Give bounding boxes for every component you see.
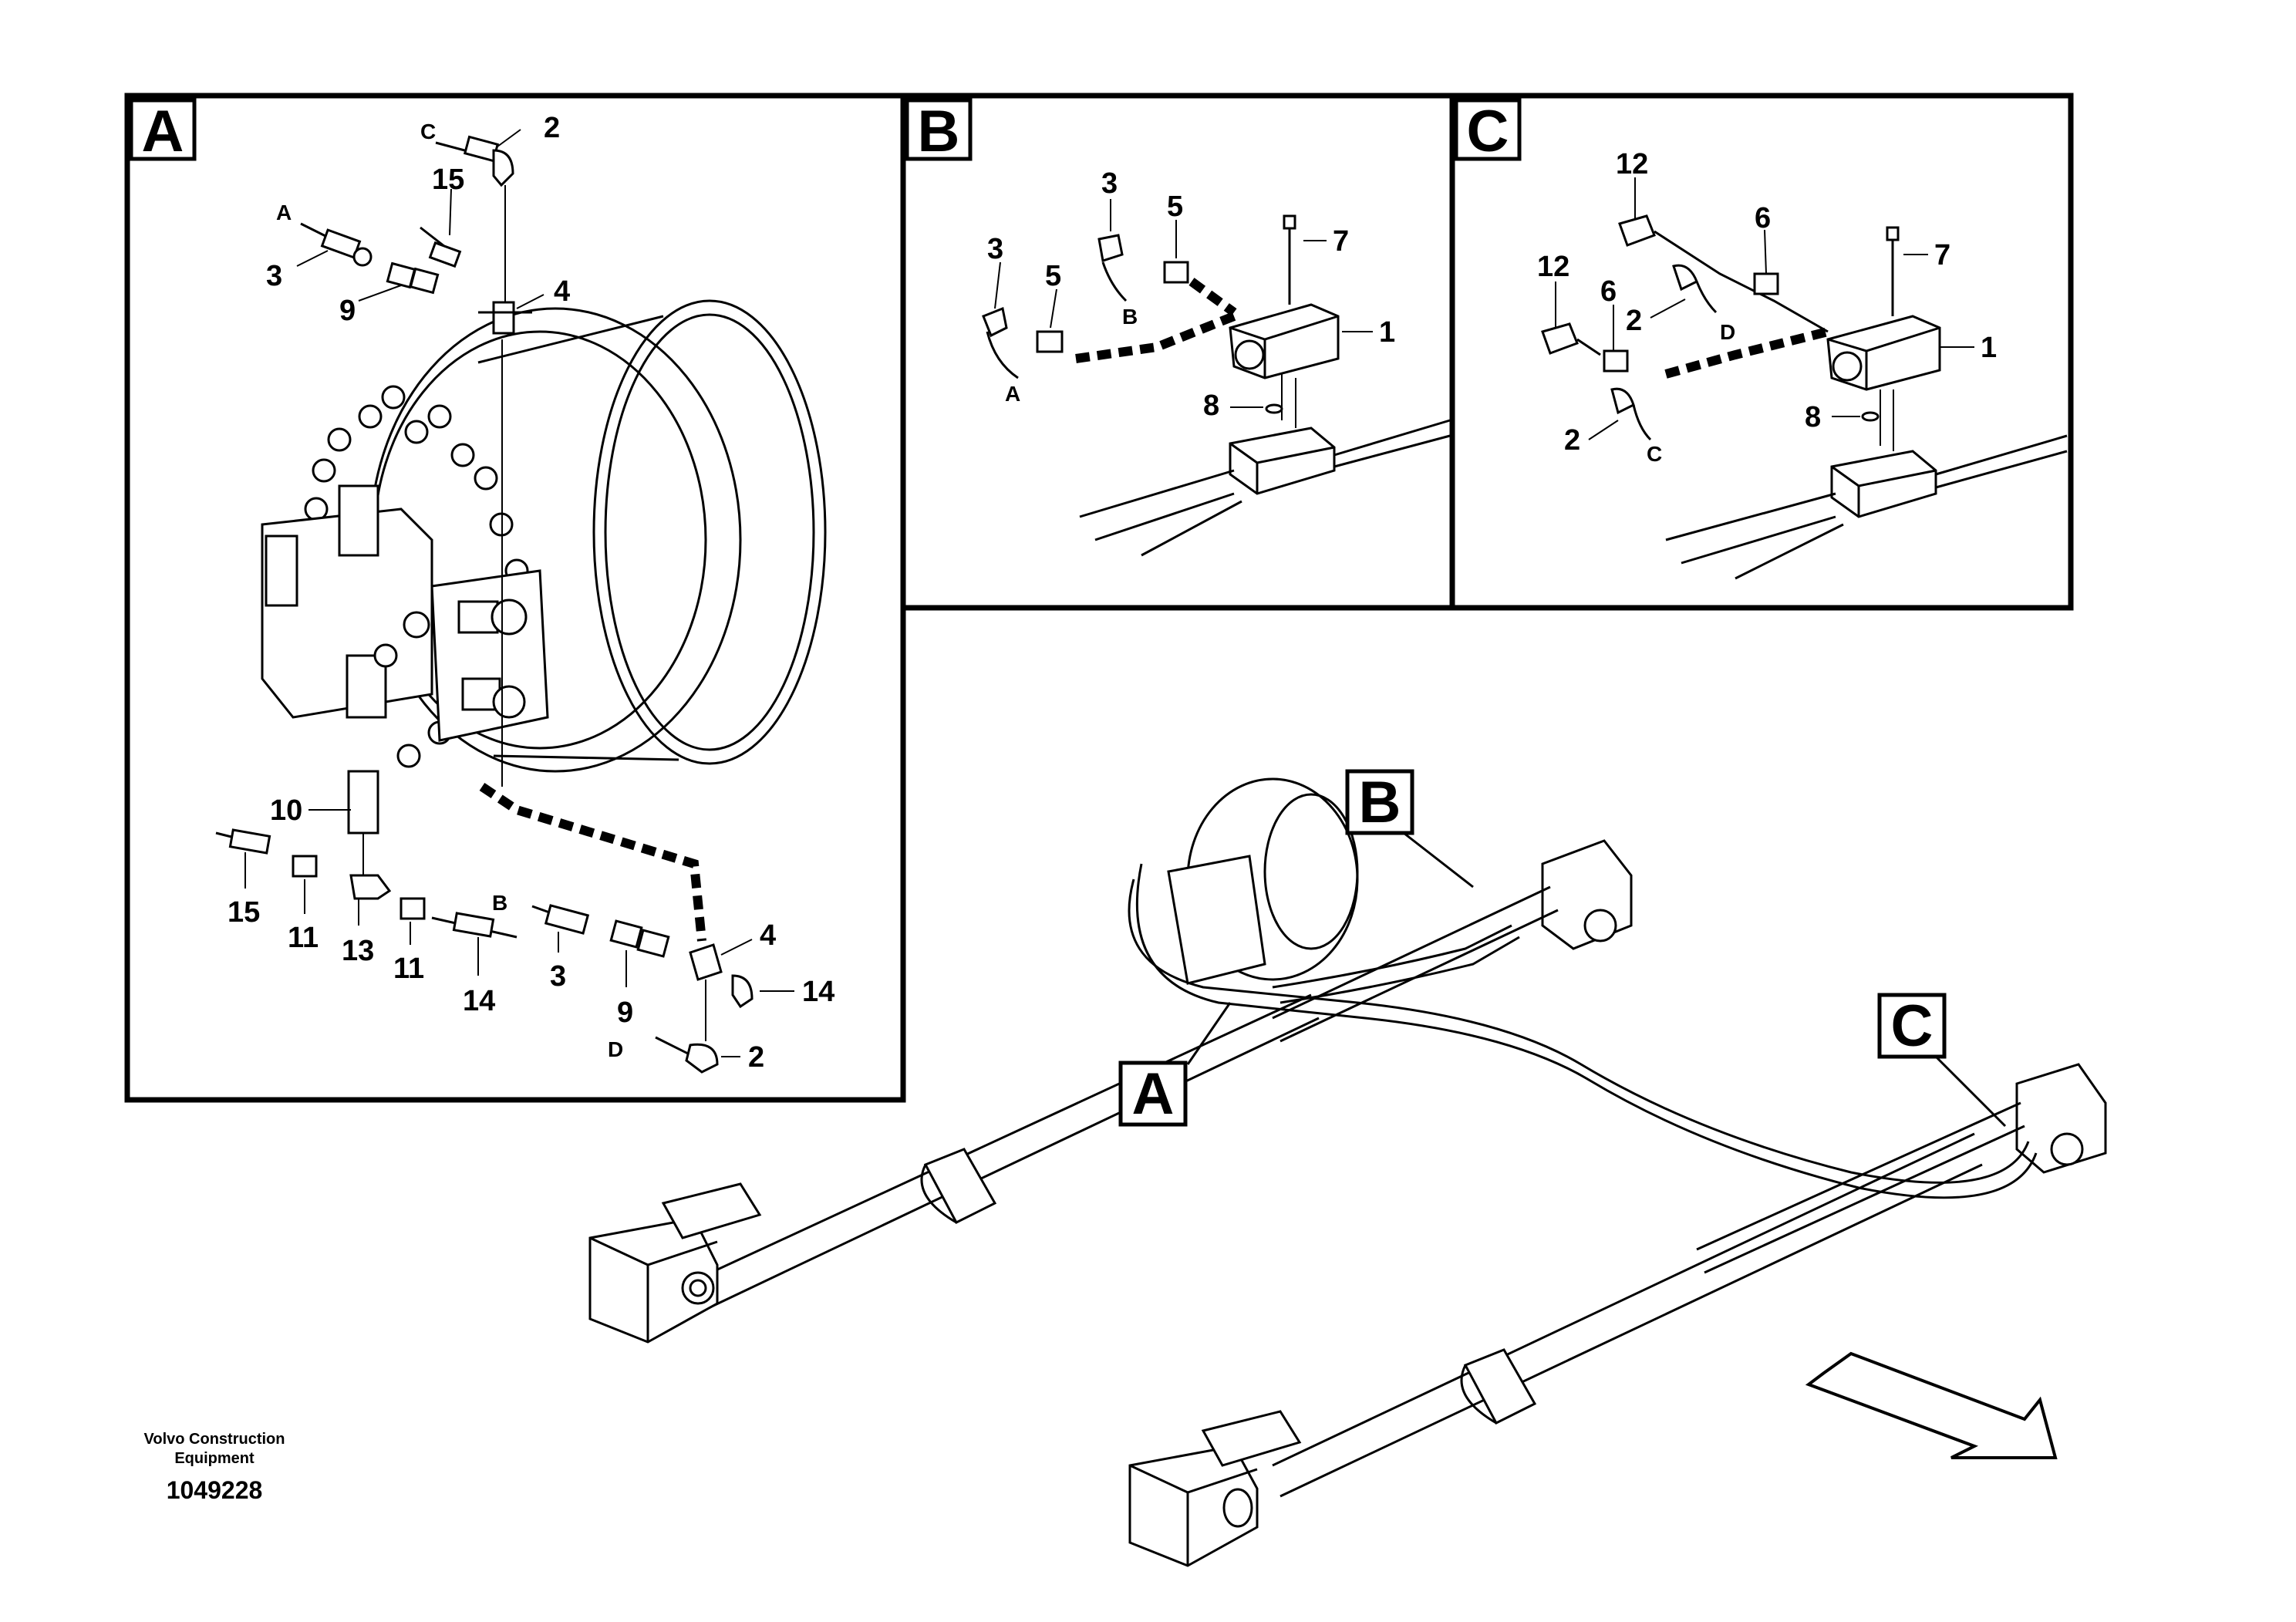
callout-c-7: 7 [1934, 239, 1950, 271]
callout-2-top: 2 [544, 112, 560, 144]
callout-15-top: 15 [432, 164, 464, 196]
panel-b-frame [900, 93, 1455, 611]
callout-14-bottom: 14 [463, 985, 495, 1017]
hose-letter-d-panel-c: D [1720, 320, 1735, 344]
panel-b-label: B [905, 98, 973, 164]
panel-b-leaders [994, 199, 1373, 408]
callout-b-5-left: 5 [1045, 260, 1061, 292]
callout-c-6-left: 6 [1600, 275, 1617, 308]
callout-b-1: 1 [1379, 316, 1395, 349]
overview-label-b: B [1345, 769, 1474, 889]
overview-label-a: A [1118, 1002, 1232, 1127]
callout-b-3-top: 3 [1101, 167, 1118, 200]
hose-letter-d: D [608, 1037, 623, 1061]
callout-4-bottom: 4 [760, 919, 776, 952]
panel-c-drawing [1541, 214, 2068, 580]
company-name-line1: Volvo Construction [144, 1431, 285, 1448]
overview-a-letter: A [1132, 1061, 1175, 1127]
callout-9-top: 9 [339, 295, 356, 327]
callout-b-8: 8 [1203, 389, 1219, 422]
direction-arrow [1805, 1351, 2058, 1459]
overview-c-letter: C [1891, 993, 1934, 1059]
panel-a-label: A [129, 98, 197, 164]
company-name-line2: Equipment [174, 1450, 255, 1467]
panel-c-callouts: 12 6 7 12 6 1 2 8 2 D C [1537, 148, 1997, 466]
hose-letter-c-panel-c: C [1647, 442, 1662, 466]
callout-b-7: 7 [1333, 225, 1349, 258]
callout-4-top: 4 [554, 275, 570, 308]
panel-c-frame [1449, 93, 2074, 611]
callout-b-5-top: 5 [1167, 191, 1183, 223]
callout-c-12-left: 12 [1537, 251, 1569, 283]
callout-11-left: 11 [288, 922, 319, 954]
callout-3-top: 3 [266, 260, 282, 292]
callout-15-bottom: 15 [228, 896, 260, 929]
hose-letter-c: C [420, 120, 436, 143]
callout-b-3-left: 3 [987, 233, 1003, 265]
overview-label-c: C [1877, 993, 2007, 1128]
hose-letter-a-panel-b: A [1005, 382, 1020, 406]
overview-b-letter: B [1359, 770, 1401, 835]
panel-a-leaders [244, 129, 794, 1057]
travel-motor-drawing [261, 299, 827, 773]
callout-14-right: 14 [802, 976, 834, 1008]
panel-b-callouts: 3 5 3 5 7 1 8 B A [987, 167, 1395, 422]
panel-a-letter: A [142, 99, 184, 164]
hose-letter-b-panel-b: B [1122, 305, 1138, 329]
undercarriage-overview [588, 777, 2107, 1567]
panel-a-callouts: 2 15 3 9 4 10 15 11 13 11 14 3 9 4 14 2 … [228, 112, 834, 1074]
panel-c-leaders [1555, 177, 1974, 440]
hose-letter-b: B [492, 891, 507, 915]
panel-c-label: C [1454, 98, 1522, 164]
callout-2-bottom: 2 [748, 1041, 764, 1074]
panel-a-lines [215, 135, 754, 1074]
callout-11-right: 11 [393, 953, 424, 985]
hose-letter-a: A [276, 201, 292, 224]
callout-c-1: 1 [1981, 332, 1997, 364]
callout-c-12-top: 12 [1616, 148, 1648, 180]
footer: Volvo Construction Equipment 1049228 [144, 1431, 285, 1504]
callout-c-6-top: 6 [1755, 202, 1771, 234]
callout-13: 13 [342, 935, 374, 967]
panel-c-letter: C [1467, 99, 1509, 164]
drawing-id: 1049228 [167, 1476, 263, 1504]
panel-b-letter: B [918, 99, 960, 164]
callout-c-2-bottom: 2 [1564, 424, 1580, 457]
callout-c-8: 8 [1805, 401, 1821, 433]
panel-b-drawing [982, 214, 1451, 557]
callout-10: 10 [270, 794, 302, 827]
callout-c-2-top: 2 [1626, 305, 1642, 337]
callout-3-bottom: 3 [550, 960, 566, 993]
callout-9-bottom: 9 [617, 996, 633, 1029]
